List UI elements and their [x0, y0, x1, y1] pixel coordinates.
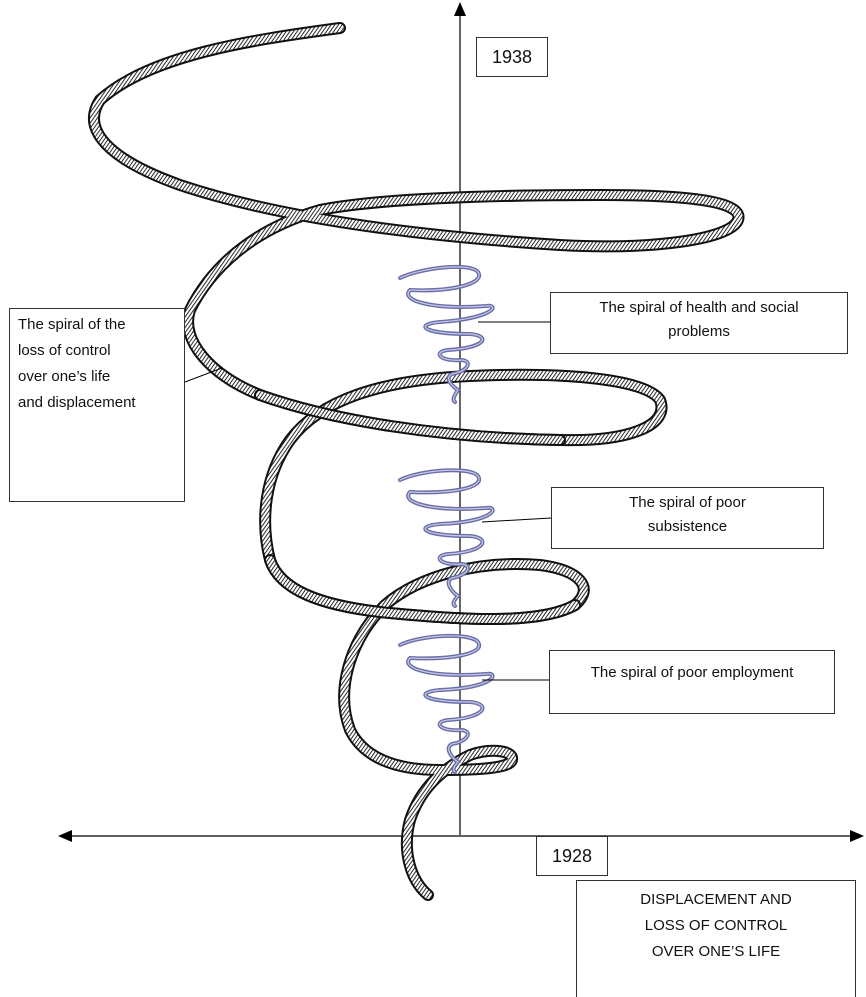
subsistence-spiral-label: The spiral of poor subsistence [551, 487, 824, 549]
subsistence-spiral-pointer [481, 517, 552, 523]
horizontal-axis-left-arrowhead [58, 830, 72, 842]
subsistence-spiral-label-line-1: The spiral of poor [629, 494, 746, 511]
outer-ribbon-front-segments [254, 389, 581, 626]
employment-spiral-coil [398, 633, 495, 774]
subsistence-spiral-coil [398, 468, 495, 608]
employment-spiral-label-line-1: The spiral of poor employment [590, 664, 794, 681]
health-spiral-coil [398, 264, 495, 404]
health-spiral-label-line-2: problems [668, 323, 730, 340]
outer-spiral-label: The spiral of the loss of control over o… [9, 308, 185, 502]
health-spiral-label-line-1: The spiral of health and social [599, 299, 799, 316]
vertical-axis-arrowhead [454, 2, 466, 16]
axis-label-line-1: DISPLACEMENT AND [640, 891, 792, 908]
axis-label-line-2: LOSS OF CONTROL [644, 917, 788, 934]
outer-spiral-label-line-4: and displacement [18, 394, 136, 411]
outer-spiral-label-line-3: over one’s life [18, 368, 111, 385]
health-spiral-label: The spiral of health and social problems [550, 292, 848, 354]
outer-spiral-label-line-1: The spiral of the [18, 316, 126, 333]
year-top-label: 1938 [476, 37, 548, 77]
outer-spiral-label-line-2: loss of control [18, 342, 111, 359]
axis-label-line-3: OVER ONE’S LIFE [651, 943, 781, 960]
subsistence-spiral-label-line-2: subsistence [647, 518, 728, 535]
employment-spiral-label: The spiral of poor employment [549, 650, 835, 714]
outer-ribbon-spiral [88, 22, 745, 901]
outer-spiral-pointer [184, 367, 223, 383]
axis-label: DISPLACEMENT AND LOSS OF CONTROL OVER ON… [576, 880, 856, 997]
horizontal-axis-right-arrowhead [850, 830, 864, 842]
year-bottom-label: 1928 [536, 836, 608, 876]
